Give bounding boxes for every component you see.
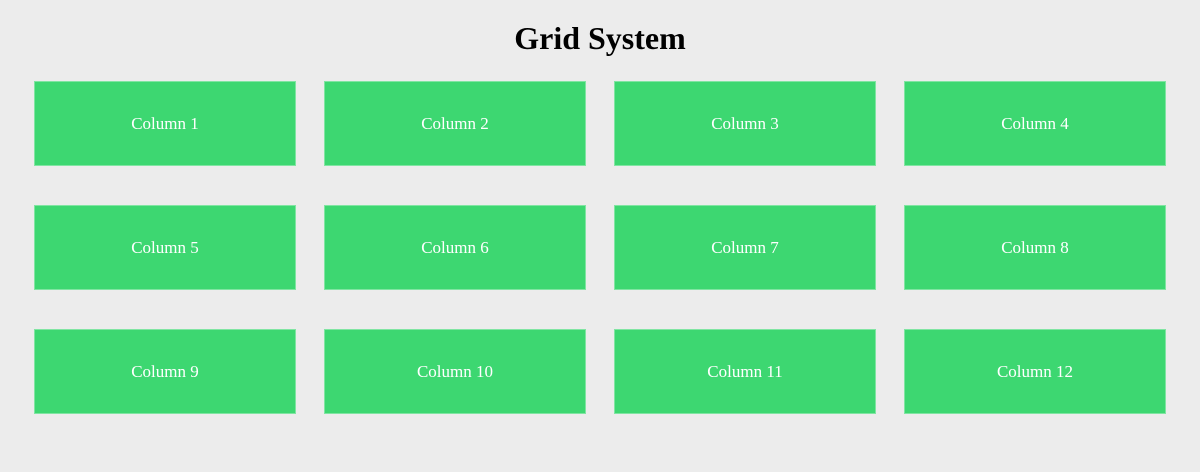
grid-cell: Column 12: [904, 329, 1166, 414]
grid-cell: Column 10: [324, 329, 586, 414]
grid-cell: Column 11: [614, 329, 876, 414]
grid-cell: Column 6: [324, 205, 586, 290]
page-title: Grid System: [514, 20, 686, 56]
grid-cell: Column 5: [34, 205, 296, 290]
grid-cell: Column 2: [324, 81, 586, 166]
grid-cell: Column 8: [904, 205, 1166, 290]
grid-cell: Column 4: [904, 81, 1166, 166]
grid-cell: Column 3: [614, 81, 876, 166]
grid-container: Column 1 Column 2 Column 3 Column 4 Colu…: [0, 81, 1200, 414]
grid-cell: Column 7: [614, 205, 876, 290]
grid-cell: Column 1: [34, 81, 296, 166]
grid-cell: Column 9: [34, 329, 296, 414]
